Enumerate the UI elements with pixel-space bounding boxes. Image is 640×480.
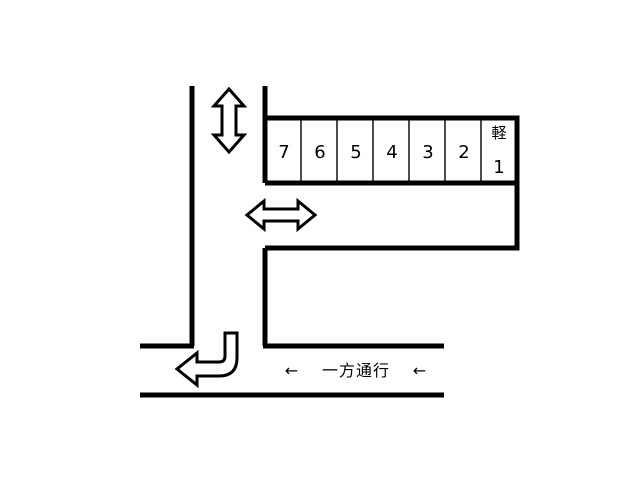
vertical-double-arrow-icon <box>210 86 248 155</box>
space-number: 5 <box>350 142 361 163</box>
space-number: 7 <box>278 142 289 163</box>
road-right-arrow: ← <box>413 361 427 380</box>
horizontal-double-arrow-icon <box>244 197 318 233</box>
one-way-label: 一方通行 <box>322 361 390 380</box>
space-number: 1 <box>493 157 504 178</box>
road-left-arrow: ← <box>285 361 299 380</box>
space-number: 3 <box>422 142 433 163</box>
space-number: 6 <box>314 142 325 163</box>
kei-car-label: 軽 <box>491 124 506 142</box>
space-number: 4 <box>386 142 397 163</box>
space-number: 2 <box>458 142 469 163</box>
turn-left-arrow-icon <box>174 331 239 389</box>
